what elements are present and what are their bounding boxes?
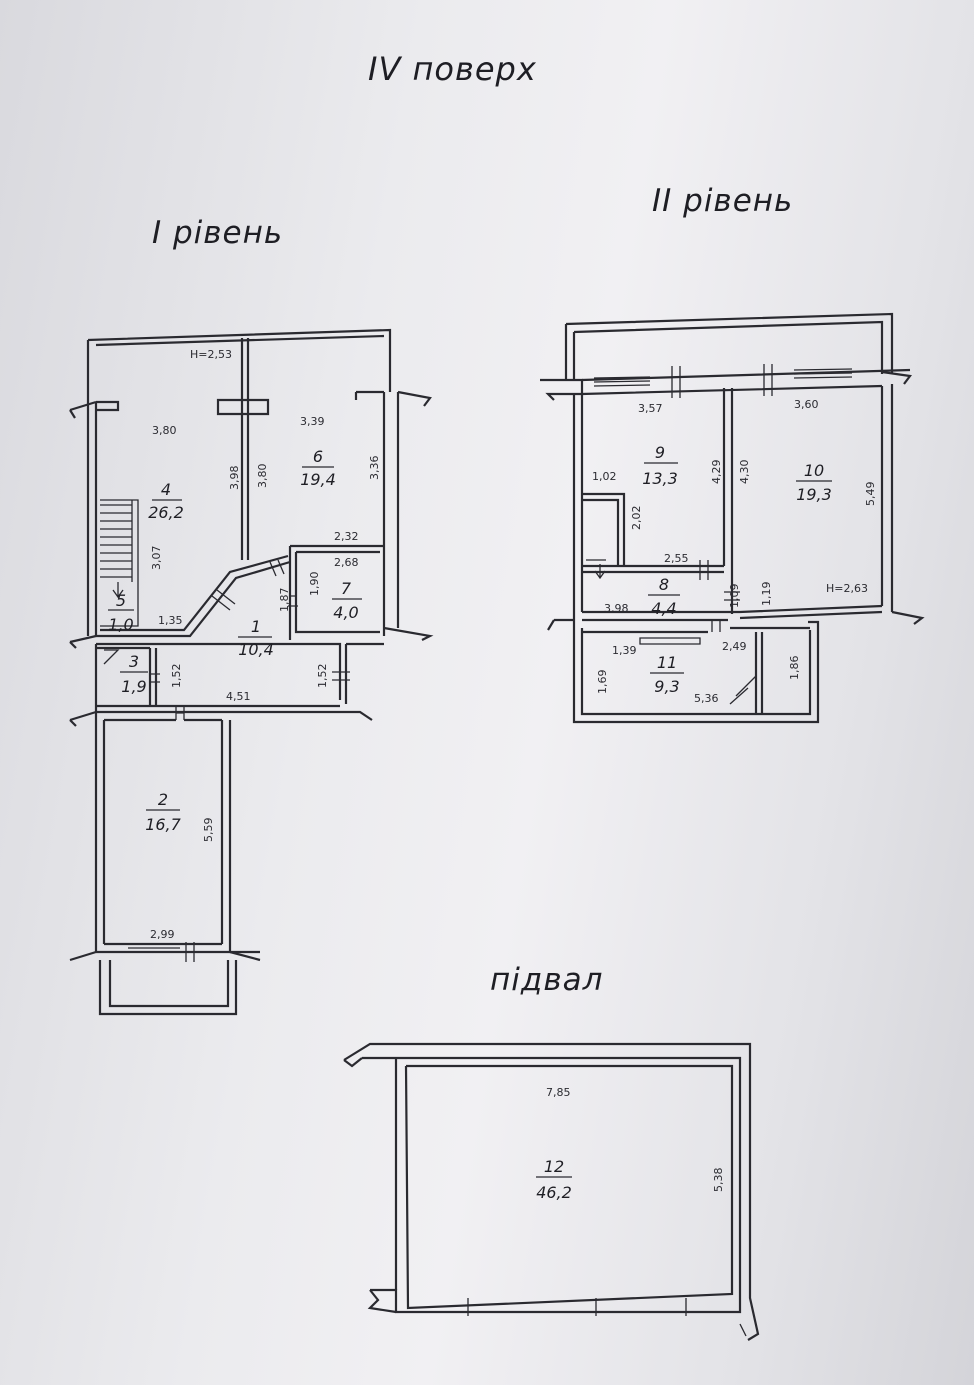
dim-label: 1,35 [158, 614, 183, 627]
room-number: 2 [158, 790, 168, 809]
dim-label: 2,32 [334, 530, 359, 543]
dim-label: 1,90 [308, 572, 321, 597]
height-label: H=2,53 [190, 348, 232, 361]
room-area: 13,3 [642, 469, 678, 488]
room-area: 1,0 [108, 615, 133, 634]
dim-label: 4,51 [226, 690, 251, 703]
basement-plan: 7,85 5,38 12 46,2 [343, 1042, 760, 1341]
room-number: 11 [657, 653, 677, 672]
dim-label: 1,39 [612, 644, 637, 657]
room-area: 9,3 [654, 677, 679, 696]
dim-label: 1,19 [760, 582, 773, 607]
dim-label: 4,30 [738, 460, 751, 485]
dim-label: 5,36 [694, 692, 719, 705]
dim-label: 3,39 [300, 415, 325, 428]
dim-label: 1,87 [278, 588, 291, 613]
level2-plan: 3,57 3,60 1,02 2,02 4,29 4,30 5,49 2,55 … [540, 312, 925, 724]
dim-label: 1,52 [316, 664, 329, 689]
room-area: 26,2 [148, 503, 184, 522]
room-number: 3 [129, 652, 139, 671]
dim-label: 3,60 [794, 398, 819, 411]
room-area: 46,2 [536, 1183, 572, 1202]
dim-label: 3,07 [150, 546, 163, 571]
dim-label: 2,55 [664, 552, 689, 565]
room-number: 4 [161, 480, 171, 499]
room-area: 4,0 [333, 603, 358, 622]
dim-label: 3,98 [228, 466, 241, 491]
room-number: 10 [804, 461, 824, 480]
dim-label: 3,98 [604, 602, 629, 615]
dim-label: 3,36 [368, 456, 381, 481]
room-number: 9 [655, 443, 665, 462]
level2-title: ІІ рівень [652, 183, 794, 219]
dim-label: 1,52 [170, 664, 183, 689]
room-area: 4,4 [651, 599, 676, 618]
room-area: 16,7 [145, 815, 181, 834]
dim-label: 3,80 [152, 424, 177, 437]
basement-title: підвал [490, 962, 604, 998]
room-area: 1,9 [121, 677, 146, 696]
dim-label: 2,02 [630, 506, 643, 531]
dim-label: 2,99 [150, 928, 175, 941]
room-number: 6 [313, 447, 323, 466]
dim-label: 1,09 [728, 584, 741, 609]
room-number: 7 [341, 579, 352, 598]
level1-title: І рівень [152, 215, 284, 251]
dim-label: 3,80 [256, 464, 269, 489]
room-number: 12 [544, 1157, 564, 1176]
dim-label: 1,69 [596, 670, 609, 695]
dim-label: 7,85 [546, 1086, 571, 1099]
room-area: 10,4 [238, 640, 274, 659]
dim-label: 5,49 [864, 482, 877, 507]
room-area: 19,3 [796, 485, 832, 504]
dim-label: 2,68 [334, 556, 359, 569]
dim-label: 2,49 [722, 640, 747, 653]
dim-label: 1,86 [788, 656, 801, 681]
height-label: H=2,63 [826, 582, 868, 595]
dim-label: 1,02 [592, 470, 617, 483]
dim-label: 5,59 [202, 818, 215, 843]
floor-title: IV поверх [368, 50, 537, 88]
room-number: 1 [251, 617, 261, 636]
room-area: 19,4 [300, 470, 336, 489]
level1-plan: H=2,53 3,80 3,39 3,98 3,80 3,36 3,07 2,3… [69, 328, 434, 1016]
dim-label: 4,29 [710, 460, 723, 485]
dim-label: 5,38 [712, 1168, 725, 1193]
dim-label: 3,57 [638, 402, 663, 415]
room-number: 5 [116, 591, 126, 610]
room-number: 8 [659, 575, 669, 594]
